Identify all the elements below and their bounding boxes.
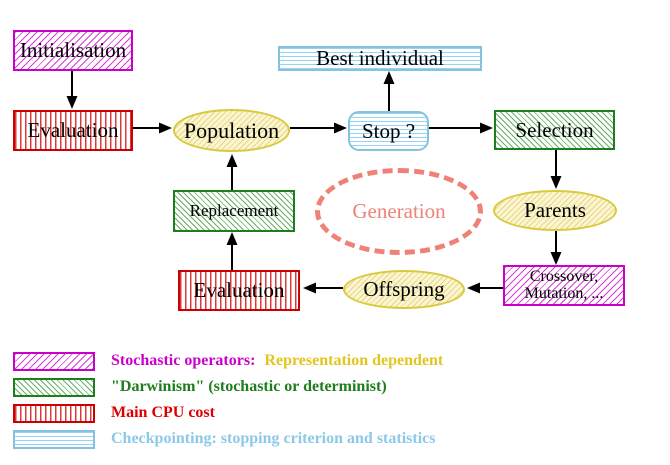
arrowhead-offspring-to-eval: [303, 282, 316, 294]
legend-row-main-cpu-cost: Main CPU cost: [13, 402, 215, 424]
legend-swatch-green-hatch: [13, 377, 95, 397]
node-crossover-line1: Crossover,: [529, 267, 599, 285]
legend-label-main-cpu-cost: Main CPU cost: [111, 404, 215, 421]
legend-swatch-magenta-hatch: [13, 351, 95, 371]
node-population-label: Population: [183, 117, 280, 143]
node-initialisation-label: Initialisation: [19, 38, 127, 63]
node-parents-label: Parents: [524, 198, 586, 223]
arrowhead-replacement-to-population: [226, 154, 238, 167]
node-selection-label: Selection: [515, 117, 594, 142]
legend-label-darwinism: "Darwinism" (stochastic or determinist): [111, 378, 387, 395]
node-best-individual: Best individual: [278, 46, 482, 71]
node-offspring-label: Offspring: [363, 277, 445, 302]
node-population: Population: [173, 109, 290, 152]
node-generation-cycle: Generation: [315, 168, 483, 255]
arrowhead-selection-to-parents: [550, 176, 562, 189]
node-replacement-label: Replacement: [189, 201, 279, 221]
node-evaluation-top: Evaluation: [13, 110, 133, 151]
node-offspring: Offspring: [343, 270, 465, 309]
node-evaluation-bottom: Evaluation: [178, 270, 300, 311]
node-evaluation-top-label: Evaluation: [27, 118, 119, 143]
arrowhead-eval-to-population: [159, 122, 172, 134]
node-parents: Parents: [493, 190, 617, 231]
node-selection: Selection: [494, 110, 615, 150]
legend-row-checkpointing: Checkpointing: stopping criterion and st…: [13, 428, 435, 450]
arrowhead-population-to-stop: [334, 122, 347, 134]
legend-label-stochastic-operators: Stochastic operators:: [111, 352, 256, 369]
node-generation-label: Generation: [352, 199, 446, 224]
node-crossover-mutation: Crossover, Mutation, ...: [503, 265, 625, 306]
node-best-individual-label: Best individual: [316, 46, 444, 71]
legend-row-darwinism: "Darwinism" (stochastic or determinist): [13, 376, 387, 398]
node-replacement: Replacement: [173, 190, 295, 232]
node-crossover-line2: Mutation, ...: [524, 284, 604, 302]
arrowhead-parents-to-crossover: [550, 252, 562, 265]
arrowhead-stop-to-selection: [480, 122, 493, 134]
arrowhead-crossover-to-offspring: [467, 282, 480, 294]
arrowhead-eval-to-replacement: [226, 232, 238, 245]
legend-label-representation-dependent: Representation dependent: [264, 352, 444, 369]
legend-swatch-cyan-lines: [13, 429, 95, 449]
node-evaluation-bottom-label: Evaluation: [193, 278, 285, 303]
legend-label-checkpointing: Checkpointing: stopping criterion and st…: [111, 430, 436, 447]
arrowhead-stop-to-best: [383, 71, 395, 84]
node-stop: Stop ?: [348, 111, 429, 151]
arrowhead-init-to-eval: [66, 96, 78, 109]
legend-row-stochastic-operators: Stochastic operators: Representation dep…: [13, 350, 443, 372]
node-initialisation: Initialisation: [13, 30, 133, 71]
node-stop-label: Stop ?: [361, 118, 416, 143]
legend-swatch-red-lines: [13, 403, 95, 423]
